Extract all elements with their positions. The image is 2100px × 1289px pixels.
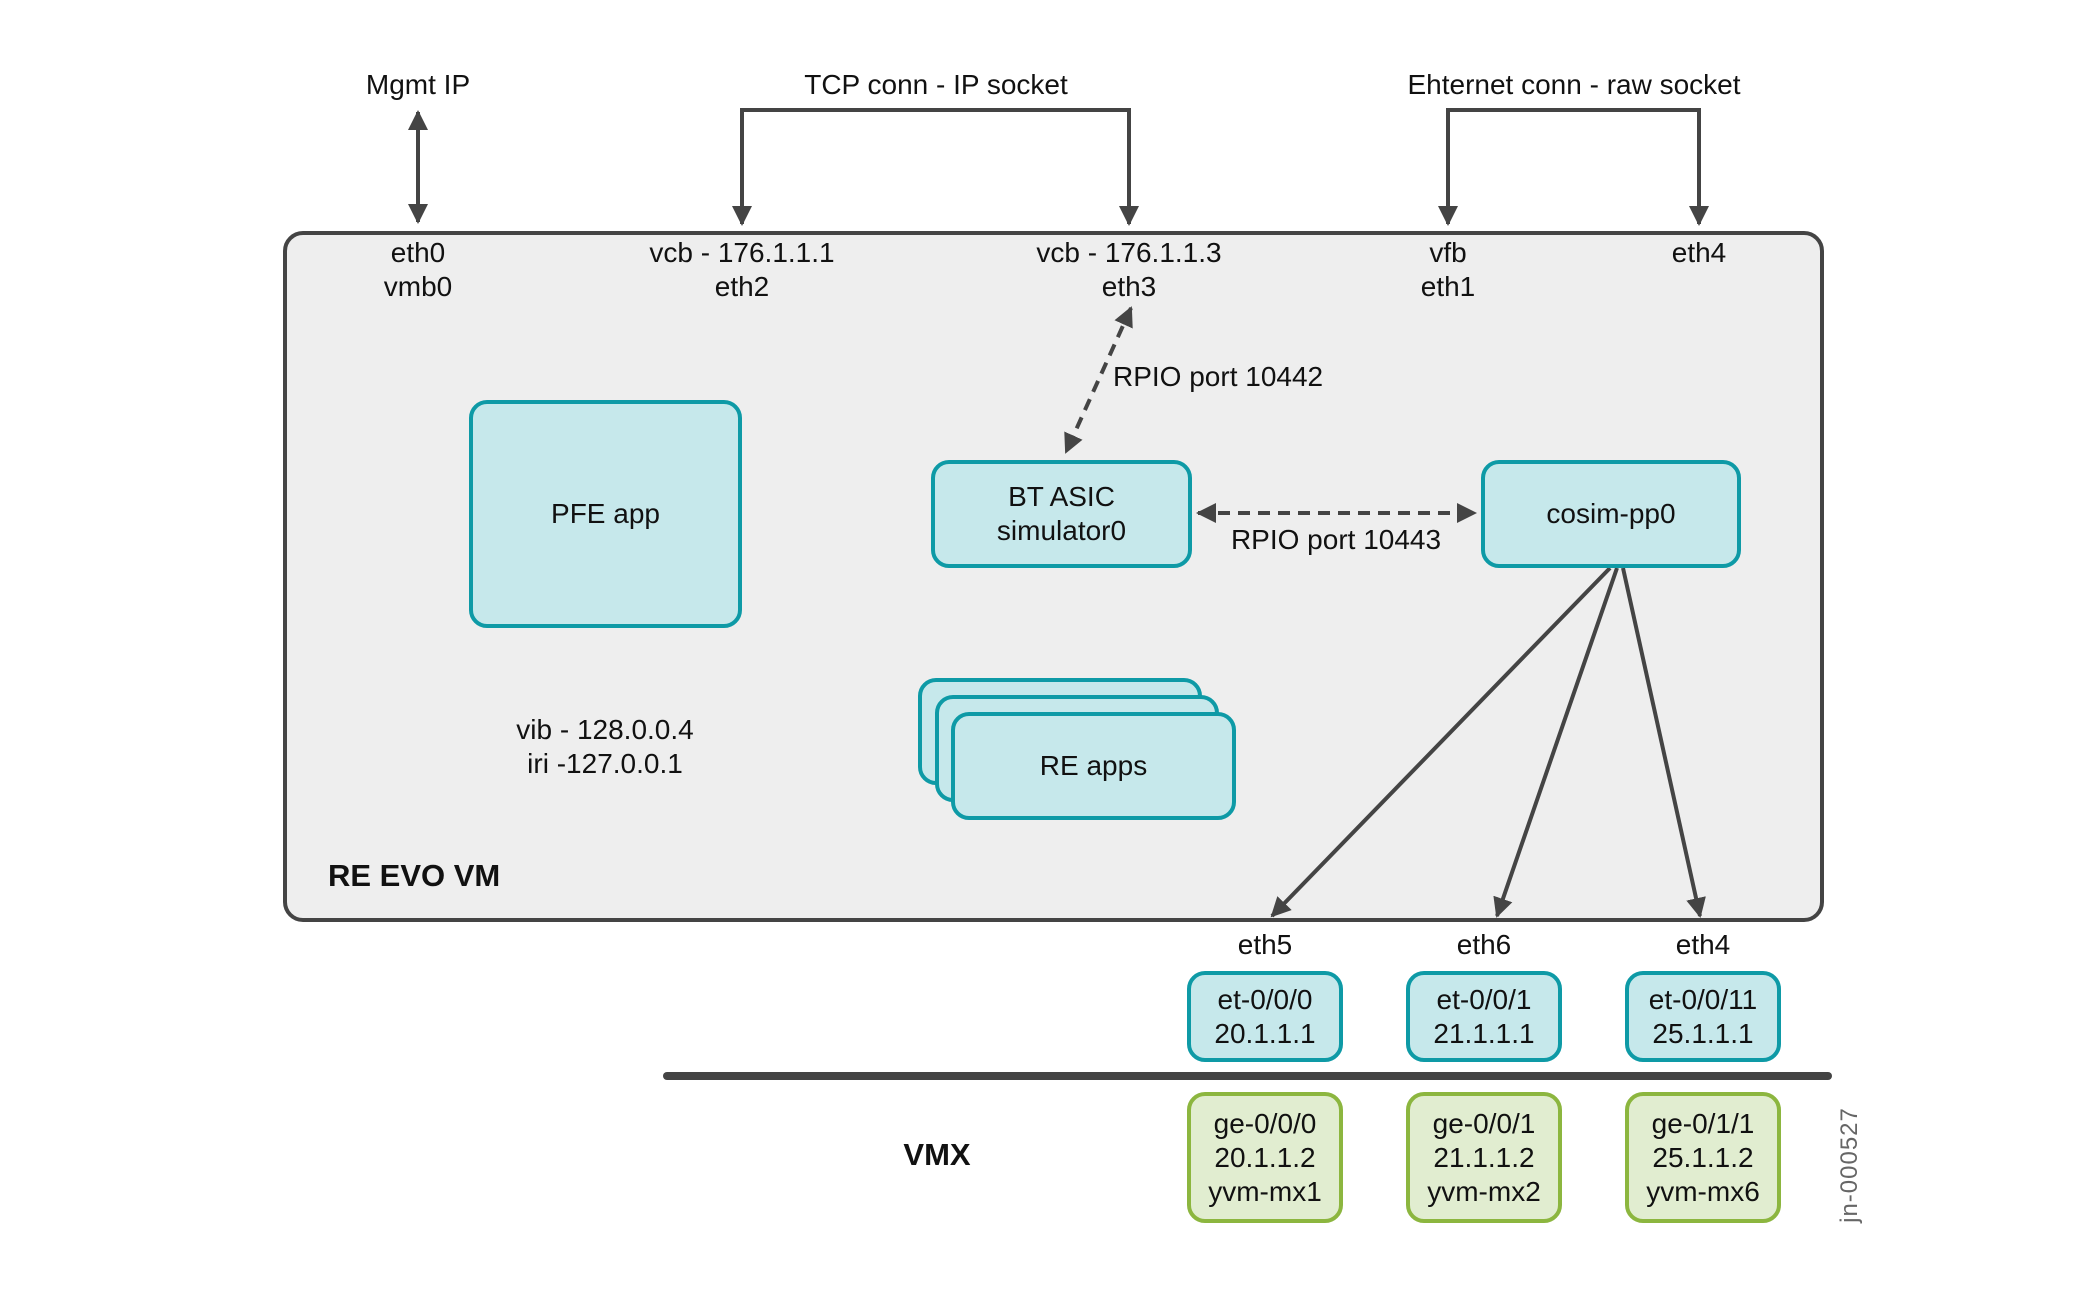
port-eth4-top: eth4 xyxy=(1671,237,1727,268)
port-eth0-line1: eth0 xyxy=(390,237,446,268)
bt-asic-simulator-box: BT ASIC simulator0 xyxy=(931,460,1192,568)
interface-ip: 25.1.1.1 xyxy=(1652,1017,1754,1049)
vm-title: RE EVO VM xyxy=(328,858,501,893)
rpio-10442-arrow xyxy=(1064,306,1133,454)
interface-ip: 20.1.1.1 xyxy=(1214,1017,1316,1049)
iri-address: iri -127.0.0.1 xyxy=(527,748,683,779)
interface-name: et-0/0/1 xyxy=(1436,983,1532,1015)
pfe-app-box: PFE app xyxy=(469,400,742,628)
port-eth1-line1: vfb xyxy=(1429,237,1467,268)
cosim-to-eth6-arrow xyxy=(1493,567,1619,918)
out-port-eth5: eth5 xyxy=(1237,929,1293,960)
interface-ip: 25.1.1.2 xyxy=(1652,1141,1754,1173)
interface-ip: 21.1.1.1 xyxy=(1433,1017,1535,1049)
interface-name: ge-0/0/1 xyxy=(1432,1107,1536,1139)
interface-name: ge-0/1/1 xyxy=(1651,1107,1755,1139)
interface-name: ge-0/0/0 xyxy=(1213,1107,1317,1139)
vmx-interface-box: ge-0/1/1 25.1.1.2 yvm-mx6 xyxy=(1625,1092,1781,1223)
cosim-pp0-box: cosim-pp0 xyxy=(1481,460,1741,568)
bt-asic-line1: BT ASIC xyxy=(1008,481,1115,512)
vmx-interface-box: ge-0/0/1 21.1.1.2 yvm-mx2 xyxy=(1406,1092,1562,1223)
tcp-bracket xyxy=(740,108,1131,222)
rpio-10443-label: RPIO port 10443 xyxy=(1230,524,1442,555)
evo-interface-box: et-0/0/11 25.1.1.1 xyxy=(1625,971,1781,1062)
port-eth1-line2: eth1 xyxy=(1420,271,1476,302)
tcp-conn-label: TCP conn - IP socket xyxy=(804,69,1068,100)
port-eth0: eth0 vmb0 xyxy=(384,236,452,304)
cosim-to-eth5-arrow xyxy=(1270,566,1612,918)
interface-host: yvm-mx2 xyxy=(1427,1175,1541,1207)
vmx-interface-box: ge-0/0/0 20.1.1.2 yvm-mx1 xyxy=(1187,1092,1343,1223)
interface-name: et-0/0/0 xyxy=(1217,983,1313,1015)
cosim-to-eth4-arrow xyxy=(1621,567,1706,918)
interface-name: et-0/0/11 xyxy=(1648,983,1758,1015)
vmx-label: VMX xyxy=(903,1137,971,1172)
out-port-eth6: eth6 xyxy=(1456,929,1512,960)
bt-asic-line2: simulator0 xyxy=(996,515,1127,546)
ethernet-bracket xyxy=(1446,108,1701,222)
port-eth3-line2: eth3 xyxy=(1101,271,1157,302)
evo-interface-box: et-0/0/0 20.1.1.1 xyxy=(1187,971,1343,1062)
port-eth2: vcb - 176.1.1.1 eth2 xyxy=(649,236,834,304)
interface-host: yvm-mx6 xyxy=(1646,1175,1760,1207)
ethernet-conn-label: Ehternet conn - raw socket xyxy=(1407,69,1741,100)
interface-host: yvm-mx1 xyxy=(1208,1175,1322,1207)
vib-iri-addresses: vib - 128.0.0.4 iri -127.0.0.1 xyxy=(516,713,693,781)
port-eth2-line1: vcb - 176.1.1.1 xyxy=(649,237,835,268)
evo-interface-box: et-0/0/1 21.1.1.1 xyxy=(1406,971,1562,1062)
port-eth3: vcb - 176.1.1.3 eth3 xyxy=(1036,236,1221,304)
vib-address: vib - 128.0.0.4 xyxy=(516,714,694,745)
interface-ip: 20.1.1.2 xyxy=(1214,1141,1316,1173)
cosim-pp0-label: cosim-pp0 xyxy=(1546,498,1676,529)
re-apps-box: RE apps xyxy=(951,712,1236,820)
port-eth3-line1: vcb - 176.1.1.3 xyxy=(1036,237,1222,268)
port-eth2-line2: eth2 xyxy=(714,271,770,302)
mgmt-ip-label: Mgmt IP xyxy=(365,69,471,100)
port-eth1: vfb eth1 xyxy=(1421,236,1476,304)
rpio-10442-label: RPIO port 10442 xyxy=(1113,361,1324,392)
pfe-app-label: PFE app xyxy=(551,498,660,529)
interface-ip: 21.1.1.2 xyxy=(1433,1141,1535,1173)
figure-id: jn-000527 xyxy=(1836,1107,1863,1223)
re-apps-label: RE apps xyxy=(1039,750,1148,781)
out-port-eth4: eth4 xyxy=(1675,929,1731,960)
port-eth0-line2: vmb0 xyxy=(383,271,453,302)
